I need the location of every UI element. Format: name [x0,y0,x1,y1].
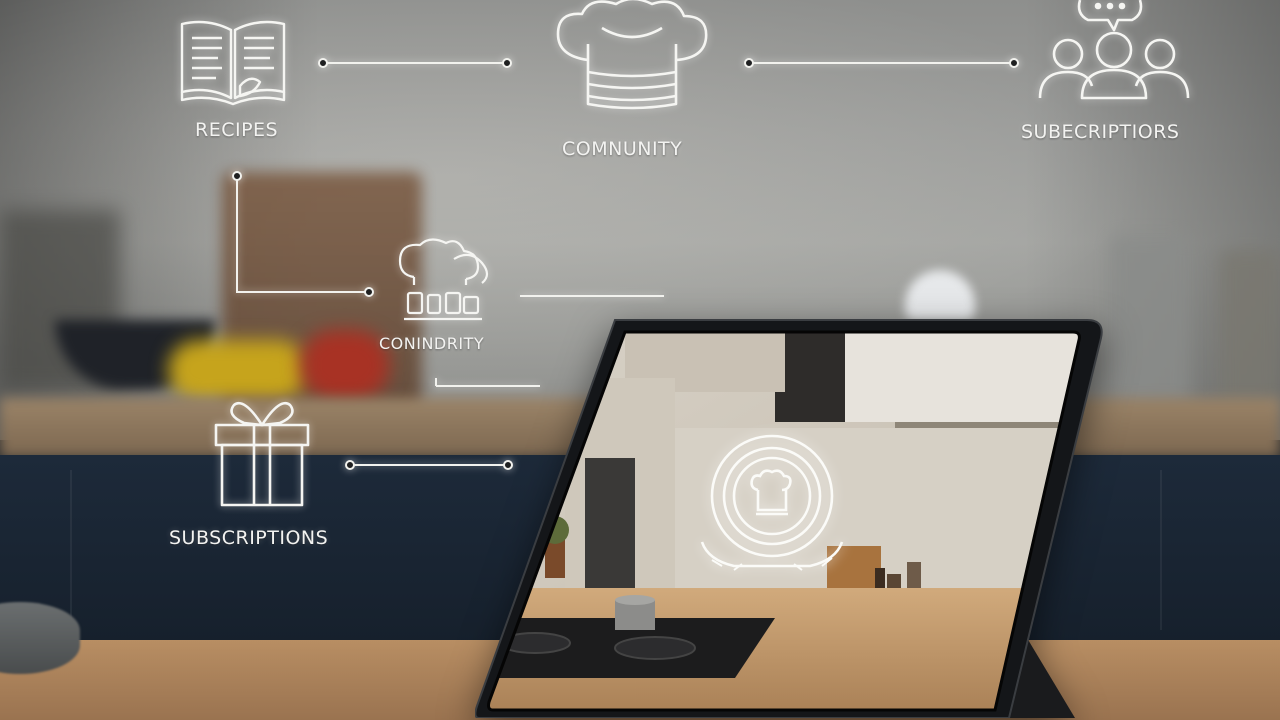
connector-node [502,58,512,68]
people-chat-icon [1036,0,1196,104]
blurred-jar-far-right [1220,250,1280,410]
red-fruit [300,330,390,400]
tablet-illustration [475,319,1103,718]
connector-node [232,171,242,181]
connector-node [318,58,328,68]
yellow-fruit [168,340,308,400]
connector-node [345,460,355,470]
gift-box-icon [214,395,310,507]
label-recipes: RECIPES [195,119,279,141]
connector-node [364,287,374,297]
white-lamp [905,270,975,320]
chef-group-icon [398,237,490,325]
chef-badge-icon [694,430,844,580]
connector-node [503,460,513,470]
chef-hat-icon [552,0,712,112]
tablet-device [475,318,1105,718]
label-community-top: COMNUNITY [562,138,683,160]
label-subscriptions-top: SUBECRIPTIORS [1021,121,1180,143]
cabinet-seam [70,470,72,630]
cabinet-seam [1160,470,1162,630]
label-subscriptions-bottom: SUBSCRIPTIONS [169,527,329,549]
connector-node [744,58,754,68]
blurred-jar-right [1110,235,1190,405]
grey-plate [0,602,80,674]
connector-recipes-down [236,176,369,293]
connector-node [1009,58,1019,68]
open-book-icon [178,16,288,106]
label-community-mid: CONINDRITY [379,334,485,353]
